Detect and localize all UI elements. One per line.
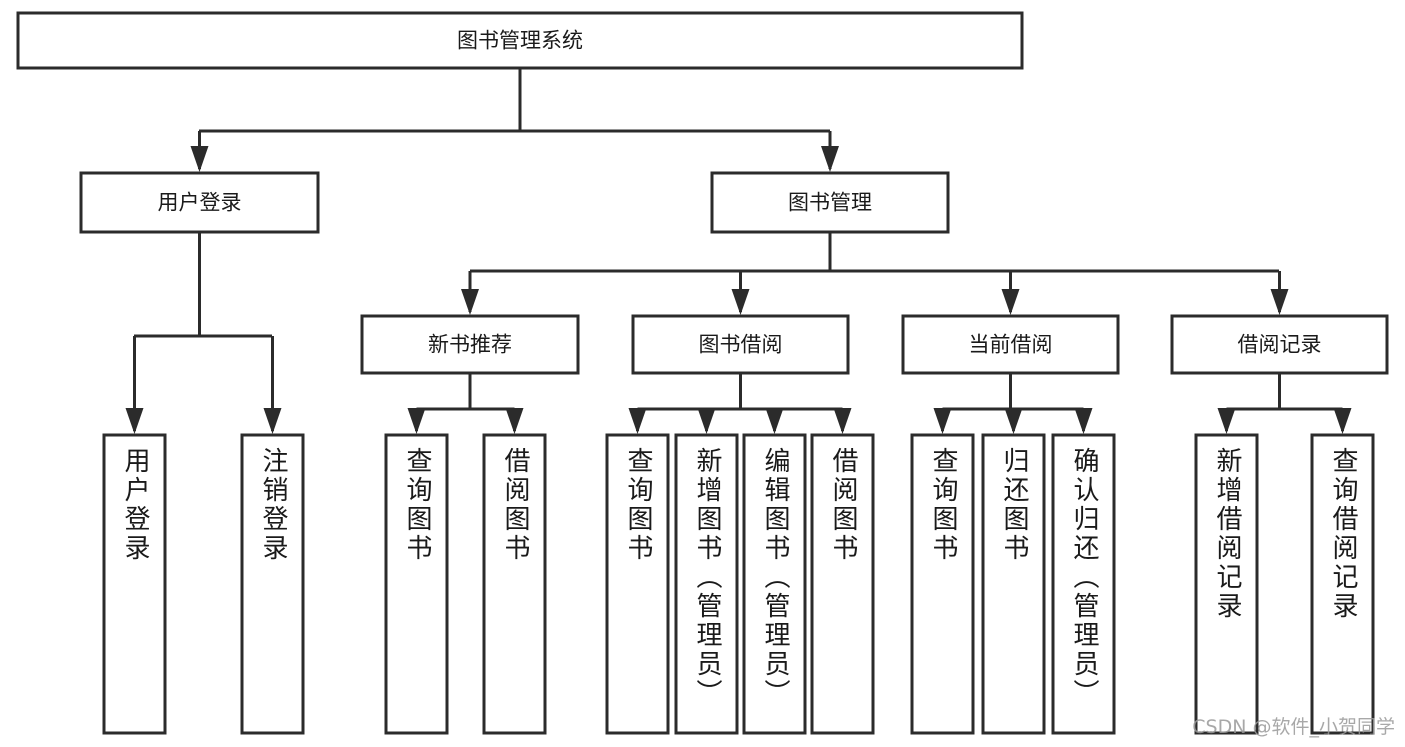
- node-level2-user-login[interactable]: [79, 171, 320, 234]
- node-root-root[interactable]: [16, 11, 1024, 70]
- node-leaf-leaf-query-book-rec[interactable]: [384, 433, 449, 735]
- node-leaf-leaf-return-book[interactable]: [981, 433, 1046, 735]
- node-level3-new-book-rec[interactable]: [360, 314, 580, 375]
- node-leaf-leaf-user-logout[interactable]: [240, 433, 305, 735]
- node-leaf-leaf-edit-book[interactable]: [742, 433, 807, 735]
- arrow-head-icon: [765, 408, 784, 434]
- node-leaf-leaf-query-book-current[interactable]: [910, 433, 975, 735]
- node-leaf-leaf-confirm-return[interactable]: [1051, 433, 1116, 735]
- arrow-head-icon: [1270, 289, 1289, 315]
- arrow-head-icon: [821, 146, 839, 172]
- arrow-head-icon: [263, 408, 282, 434]
- arrow-head-icon: [190, 146, 209, 172]
- arrow-head-icon: [731, 289, 750, 315]
- node-leaf-leaf-query-book-borrow[interactable]: [605, 433, 670, 735]
- arrow-head-icon: [1004, 408, 1023, 434]
- arrow-head-icon: [125, 408, 144, 434]
- arrow-head-icon: [1333, 408, 1352, 434]
- node-level3-label-borrow-record: 借阅记录: [1238, 333, 1322, 357]
- node-root-label-root: 图书管理系统: [457, 29, 583, 53]
- node-leaf-leaf-borrow-book[interactable]: [810, 433, 875, 735]
- arrow-head-icon: [407, 408, 426, 434]
- node-level3-current-borrow[interactable]: [901, 314, 1120, 375]
- node-leaf-leaf-add-record[interactable]: [1194, 433, 1259, 735]
- arrow-head-icon: [833, 408, 852, 434]
- node-leaf-leaf-borrow-book-rec[interactable]: [482, 433, 547, 735]
- arrow-head-icon: [505, 408, 524, 434]
- node-level2-label-book-manage: 图书管理: [788, 191, 872, 215]
- node-level2-label-user-login: 用户登录: [158, 191, 242, 215]
- node-level2-book-manage[interactable]: [710, 171, 950, 234]
- arrow-head-icon: [1217, 408, 1236, 434]
- arrow-head-icon: [933, 408, 952, 434]
- connector-lines: [125, 68, 1352, 434]
- arrow-head-icon: [1074, 408, 1093, 434]
- node-level3-label-new-book-rec: 新书推荐: [428, 333, 512, 357]
- arrow-head-icon: [628, 408, 647, 434]
- arrow-head-icon: [1001, 289, 1020, 315]
- node-leaf-leaf-query-record[interactable]: [1310, 433, 1375, 735]
- node-leaf-leaf-user-login[interactable]: [102, 433, 167, 735]
- node-level3-label-current-borrow: 当前借阅: [969, 333, 1053, 357]
- watermark-text: CSDN @软件_小贺同学: [1192, 716, 1395, 738]
- node-level3-borrow-record[interactable]: [1170, 314, 1389, 375]
- node-level3-book-borrow[interactable]: [631, 314, 850, 375]
- arrow-head-icon: [461, 289, 479, 315]
- node-leaf-leaf-add-book[interactable]: [674, 433, 739, 735]
- node-level3-label-book-borrow: 图书借阅: [699, 333, 783, 357]
- arrow-head-icon: [697, 408, 716, 434]
- node-boxes: [16, 11, 1389, 735]
